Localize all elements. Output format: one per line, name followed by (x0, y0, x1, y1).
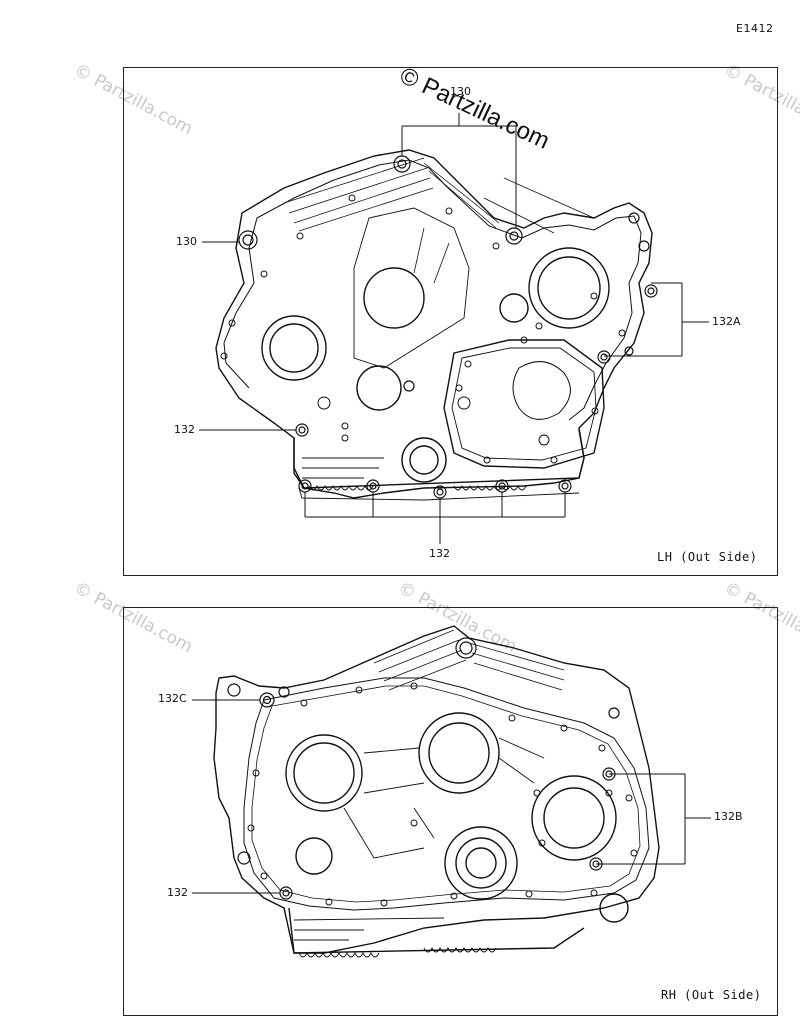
callout-132c: 132C (158, 692, 187, 705)
callout-132a: 132A (712, 315, 741, 328)
callout-130-top: 130 (450, 85, 471, 98)
rh-out-side-panel: 132C 132B 132 RH (Out Side) (123, 607, 778, 1016)
callout-130-left: 130 (176, 235, 197, 248)
lh-crankcase-drawing (199, 113, 709, 544)
rh-crankcase-drawing (192, 625, 711, 958)
callout-132-bottom: 132 (429, 547, 450, 560)
lh-panel-caption: LH (Out Side) (657, 550, 758, 564)
callout-132b: 132B (714, 810, 743, 823)
callout-132-rh-left: 132 (167, 886, 188, 899)
lh-out-side-panel: 130 130 132A 132 132 LH (Out Side) © Par… (123, 62, 778, 576)
callout-132-left: 132 (174, 423, 195, 436)
rh-panel-caption: RH (Out Side) (661, 988, 762, 1002)
diagram-code: E1412 (736, 22, 774, 35)
